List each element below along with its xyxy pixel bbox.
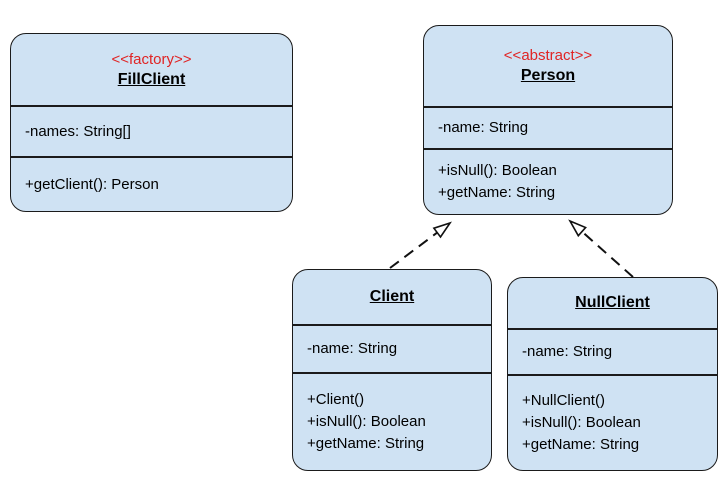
class-name: Person [520,67,576,84]
methods-section: +isNull(): Boolean +getName: String [424,148,672,214]
method: +Client() [307,391,365,408]
realization-arrow-client-to-person [389,221,452,269]
attributes-section: -name: String [508,328,717,374]
class-header-nullclient: NullClient [508,278,717,328]
method: +isNull(): Boolean [522,414,641,431]
class-header-fillclient: <<factory>> FillClient [11,34,292,105]
methods-section: +getClient(): Person [11,156,292,211]
attribute: -name: String [522,343,613,360]
class-box-client: Client -name: String +Client() +isNull()… [292,269,492,471]
class-box-nullclient: NullClient -name: String +NullClient() +… [507,277,718,471]
class-name: FillClient [117,70,186,88]
attribute: -names: String[] [25,122,131,140]
method: +getName: String [438,184,556,201]
attribute: -name: String [438,119,529,136]
class-name: Client [369,288,415,305]
stereotype-label: <<abstract>> [503,47,593,64]
class-name: NullClient [575,294,650,311]
attributes-section: -name: String [293,324,491,372]
method: +isNull(): Boolean [307,413,426,430]
method: +getName: String [522,436,640,453]
method: +NullClient() [522,392,605,409]
class-header-client: Client [293,270,491,324]
stereotype-label: <<factory>> [111,50,192,68]
method: +isNull(): Boolean [438,162,557,179]
class-box-person: <<abstract>> Person -name: String +isNul… [423,25,673,215]
attributes-section: -name: String [424,106,672,148]
attributes-section: -names: String[] [11,105,292,156]
realization-arrow-nullclient-to-person [568,219,634,278]
class-header-person: <<abstract>> Person [424,26,672,106]
method: +getClient(): Person [25,175,159,193]
attribute: -name: String [307,340,398,357]
methods-section: +NullClient() +isNull(): Boolean +getNam… [508,374,717,470]
methods-section: +Client() +isNull(): Boolean +getName: S… [293,372,491,470]
class-box-fillclient: <<factory>> FillClient -names: String[] … [10,33,293,212]
method: +getName: String [307,435,425,452]
